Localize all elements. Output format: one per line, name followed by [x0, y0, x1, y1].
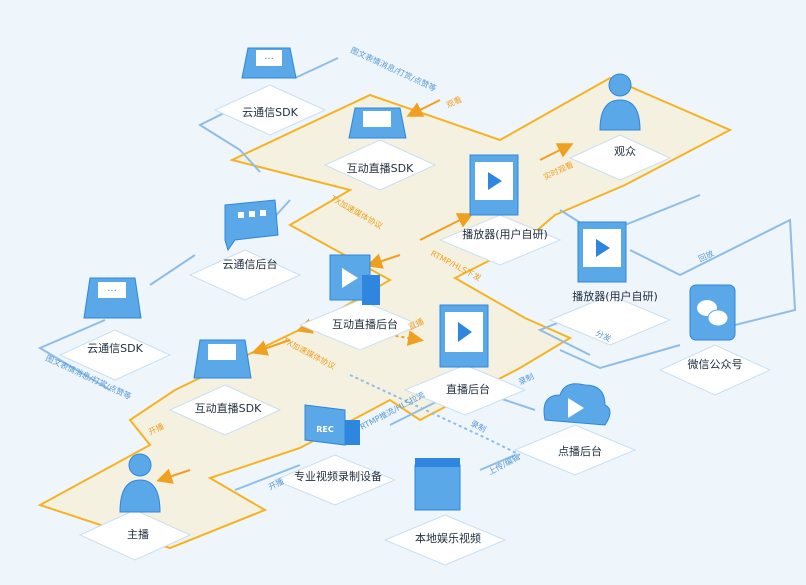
orange-arrows [156, 99, 574, 484]
node-label: 互动直播SDK [347, 161, 414, 175]
person-icon [119, 453, 161, 513]
node-label: 播放器(用户自研) [572, 289, 658, 303]
video-camera-icon: REC [304, 404, 360, 446]
node-wechat[interactable]: 微信公众号 [658, 284, 772, 396]
node-yunxin-sdk-top[interactable]: ··· 云通信SDK [213, 47, 327, 136]
node-player-user-1[interactable]: 播放器(用户自研) [438, 154, 562, 266]
open-box-icon [193, 339, 252, 379]
wechat-icon [689, 284, 736, 341]
node-label: 观众 [614, 145, 636, 158]
video-player-icon [439, 304, 489, 368]
video-player-icon [469, 154, 519, 216]
server-video-icon [329, 254, 380, 305]
node-yunxin-backend[interactable]: 云通信后台 [188, 199, 302, 301]
node-player-user-2[interactable]: 播放器(用户自研) [548, 221, 672, 346]
node-yunxin-sdk-left[interactable]: ··· 云通信SDK [58, 277, 172, 381]
node-live-sdk-top[interactable]: 互动直播SDK [323, 107, 437, 191]
node-pro-video[interactable]: REC 专业视频录制设备 [273, 404, 397, 506]
node-tiles: ··· 云通信SDK 互动直播SDK 观众 [58, 47, 772, 566]
node-label: 直播后台 [446, 382, 490, 396]
person-icon [599, 73, 641, 131]
node-label: 播放器(用户自研) [462, 227, 548, 241]
node-label: 专业视频录制设备 [294, 469, 382, 483]
node-label: 互动直播后台 [332, 317, 398, 331]
flow-label: 观看 [445, 95, 463, 110]
node-label: 互动直播SDK [195, 401, 262, 415]
clapperboard-icon [414, 458, 461, 511]
node-label: 云通信后台 [223, 257, 278, 271]
node-label: 主播 [127, 527, 149, 541]
node-local-video[interactable]: 本地娱乐视频 [383, 458, 507, 566]
node-label: 点播后台 [558, 444, 602, 458]
cloud-video-icon [543, 383, 611, 426]
open-box-icon: ··· [241, 47, 297, 79]
svg-text:REC: REC [316, 425, 334, 434]
open-box-icon: ··· [83, 277, 142, 319]
node-viewer[interactable]: 观众 [568, 73, 672, 181]
node-live-backend[interactable]: 互动直播后台 [298, 254, 422, 351]
flow-label: 录制 [517, 371, 536, 387]
node-vod-backend[interactable]: 点播后台 [513, 383, 637, 476]
blue-connectors [37, 57, 797, 491]
video-player-icon [577, 221, 627, 283]
open-box-icon [348, 107, 407, 139]
node-live-sdk-left[interactable]: 互动直播SDK [168, 339, 282, 436]
node-label: 本地娱乐视频 [415, 531, 481, 545]
node-live-backstage[interactable]: 直播后台 [403, 304, 527, 416]
node-host[interactable]: 主播 [78, 453, 192, 561]
chat-bubble-icon [224, 199, 279, 252]
flow-label: 图文表情消息/打赏/点赞等 [349, 45, 438, 94]
svg-text:···: ··· [107, 286, 117, 297]
node-label: 云通信SDK [242, 106, 298, 119]
node-label: 云通信SDK [87, 342, 143, 355]
svg-text:···: ··· [264, 54, 274, 65]
node-label: 微信公众号 [688, 357, 743, 371]
